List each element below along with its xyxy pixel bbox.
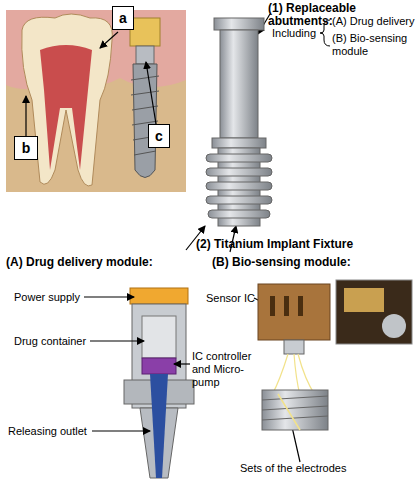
callout-box: c <box>148 124 170 148</box>
leader-lines <box>26 14 270 252</box>
drug-delivery-device <box>124 288 194 478</box>
callout-letter: c <box>155 128 163 144</box>
abutment-drawing <box>212 18 266 148</box>
implant-fixture <box>206 148 272 226</box>
heading-label: (A) Drug delivery module: <box>6 256 186 269</box>
part-label: (A) Drug delivery <box>332 15 418 28</box>
part-label: (B) Bio-sensing module <box>332 32 418 58</box>
part-label: Sensor IC <box>206 292 266 305</box>
part-label: Power supply <box>14 291 94 304</box>
callout-box: b <box>14 136 38 160</box>
part-label: IC controller and Micro-pump <box>192 350 252 389</box>
callout-letter: b <box>22 140 31 156</box>
callout-box: a <box>112 6 134 30</box>
heading-label: (B) Bio-sensing module: <box>212 256 392 269</box>
part-label: Releasing outlet <box>8 425 98 438</box>
part-label: Including <box>272 27 324 40</box>
part-label: Drug container <box>14 335 94 348</box>
callout-letter: a <box>119 10 127 26</box>
tooth-illustration <box>6 10 186 192</box>
heading-label: (2) Titanium Implant Fixture <box>196 238 418 251</box>
bio-sensing-device <box>258 280 412 430</box>
part-label: Sets of the electrodes <box>240 462 410 475</box>
